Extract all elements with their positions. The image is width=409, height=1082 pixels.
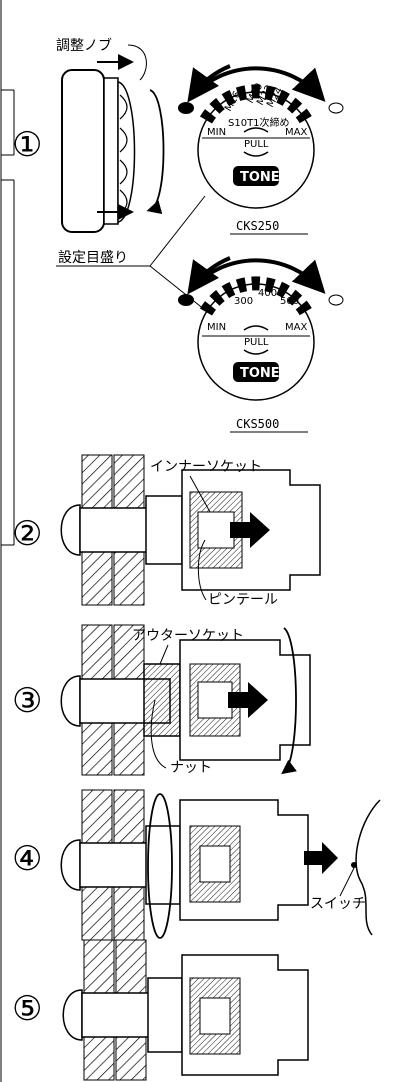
bolt-head	[60, 675, 81, 727]
rotate-arrow	[146, 89, 165, 214]
outer-socket	[143, 663, 181, 737]
leader-nut	[150, 699, 167, 769]
dial-250-brand-badge	[233, 166, 279, 186]
tool-body-side	[61, 69, 105, 233]
dial-500-tick-500: 500	[280, 296, 299, 307]
dial-500-brand-badge	[233, 362, 279, 382]
dial-500-pull: PULL	[244, 337, 269, 348]
dial-500-pull-arrows	[243, 325, 269, 355]
dial-500-max-dot	[328, 294, 344, 306]
dial-500-brand: TONE	[240, 366, 280, 381]
tool-flange	[103, 77, 119, 225]
dial-500-min-dot	[178, 294, 194, 306]
insert-arrow	[230, 512, 270, 548]
leader-switch	[339, 867, 355, 897]
label-nut: ナット	[170, 760, 212, 776]
dial-250-pull: PULL	[244, 139, 269, 150]
inner-socket	[197, 681, 233, 719]
dial-cks500: 300 400 500 MIN MAX PULL TONE CKS500	[178, 256, 344, 433]
dial-500-arc-left	[187, 256, 231, 295]
inner-socket	[199, 997, 231, 1035]
rotate-arrow	[281, 627, 297, 775]
dial-250-min-dot	[178, 102, 194, 114]
step-number-5: ⑤	[12, 989, 42, 1029]
dial-250-max-dot	[328, 102, 344, 114]
leader-inner-socket	[189, 475, 211, 513]
dial-500-min: MIN	[207, 322, 226, 333]
step-number-3: ③	[12, 681, 42, 721]
dial-250-brand: TONE	[240, 170, 280, 185]
step-4: ④ スイッチ	[12, 789, 381, 941]
bolt-head	[60, 839, 81, 891]
dial-250-arc-left	[187, 64, 231, 103]
label-adjust-knob: 調整ノブ	[56, 37, 112, 54]
dial-250-scale	[199, 84, 313, 124]
step-1: ① 調整ノブ M16 M20 M22 M24 S10T1次締め MIN MAX …	[12, 37, 344, 433]
hand-outline	[355, 799, 381, 936]
label-pintail: ピンテール	[208, 592, 278, 608]
inner-socket	[199, 845, 231, 883]
dial-250-note: S10T1次締め	[228, 116, 290, 129]
dial-500-tick-300: 300	[234, 296, 253, 307]
knob-ridges	[119, 94, 128, 215]
label-outer-socket: アウターソケット	[132, 628, 244, 644]
leader-outer-socket	[159, 644, 169, 665]
dial-250-max: MAX	[285, 127, 307, 138]
step-number-2: ②	[12, 514, 42, 554]
leader-adjust-knob	[127, 44, 147, 81]
leader-scale-2	[149, 265, 206, 311]
step-3: ③ アウターソケット ナット	[12, 624, 311, 776]
switch-arrow	[304, 842, 338, 874]
nut	[145, 825, 181, 905]
label-inner-socket: インナーソケット	[150, 459, 262, 475]
nut	[145, 495, 183, 565]
rotation-ellipse	[147, 793, 173, 939]
dial-500-max: MAX	[285, 322, 307, 333]
step-2: ② インナーソケット ピンテール	[12, 454, 321, 608]
nut	[147, 977, 183, 1053]
switch-dot	[351, 862, 357, 868]
step-number-1: ①	[12, 125, 42, 165]
dial-250-pull-arrows	[243, 127, 269, 157]
insert-arrow	[228, 682, 268, 718]
bolt-head	[60, 504, 81, 556]
leader-scale-1	[149, 195, 206, 267]
step-5: ⑤	[12, 939, 309, 1081]
dial-500-tick-400: 400	[258, 288, 277, 299]
dial-cks250: M16 M20 M22 M24 S10T1次締め MIN MAX PULL TO…	[178, 64, 344, 235]
label-scale: 設定目盛り	[58, 250, 128, 266]
bolt-head	[62, 989, 83, 1041]
step-number-4: ④	[12, 839, 42, 879]
leader-pintail	[197, 539, 207, 601]
dial-500-scale	[199, 276, 313, 316]
label-switch: スイッチ	[310, 896, 366, 912]
dial-250-model: CKS250	[236, 219, 279, 233]
dial-500-model: CKS500	[236, 417, 279, 431]
dial-250-min: MIN	[207, 127, 226, 138]
